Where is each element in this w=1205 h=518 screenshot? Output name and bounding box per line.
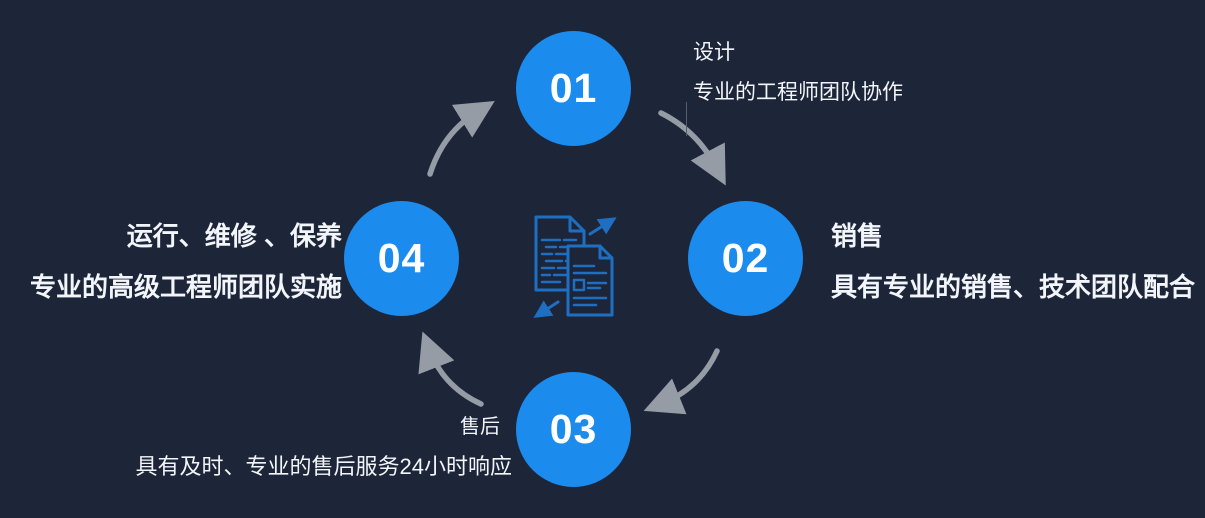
step-description-02: 具有专业的销售、技术团队配合 — [831, 272, 1196, 302]
arrow-03-to-04 — [418, 331, 484, 407]
step-circle-03: 03 — [516, 372, 631, 487]
arrow-04-to-01 — [427, 101, 495, 177]
arrow-01-to-02 — [658, 110, 726, 186]
step-number-04: 04 — [377, 235, 426, 281]
step-number-03: 03 — [549, 406, 598, 452]
step-title-04: 运行、维修 、保养 — [126, 221, 342, 251]
step-label-02: 销售 具有专业的销售、技术团队配合 — [831, 216, 1195, 304]
step-number-01: 01 — [549, 65, 598, 111]
step-title-02: 销售 — [831, 221, 884, 251]
arrow-02-to-03 — [643, 348, 720, 415]
step-title-03: 售后 — [460, 416, 500, 438]
divider-tick — [686, 102, 687, 136]
step-number-02: 02 — [721, 235, 770, 281]
step-label-04: 运行、维修 、保养 专业的高级工程师团队实施 — [30, 216, 342, 304]
step-description-04: 专业的高级工程师团队实施 — [29, 272, 342, 302]
step-description-01: 专业的工程师团队协作 — [693, 81, 903, 104]
step-title-01: 设计 — [693, 41, 735, 64]
step-label-03: 售后 具有及时、专业的售后服务24小时响应 — [136, 410, 512, 481]
step-circle-01: 01 — [516, 31, 631, 146]
step-description-03: 具有及时、专业的售后服务24小时响应 — [135, 454, 512, 479]
document-exchange-icon — [533, 215, 617, 318]
step-circle-04: 04 — [344, 201, 459, 316]
step-circle-02: 02 — [688, 201, 803, 316]
step-label-01: 设计 专业的工程师团队协作 — [693, 36, 903, 106]
